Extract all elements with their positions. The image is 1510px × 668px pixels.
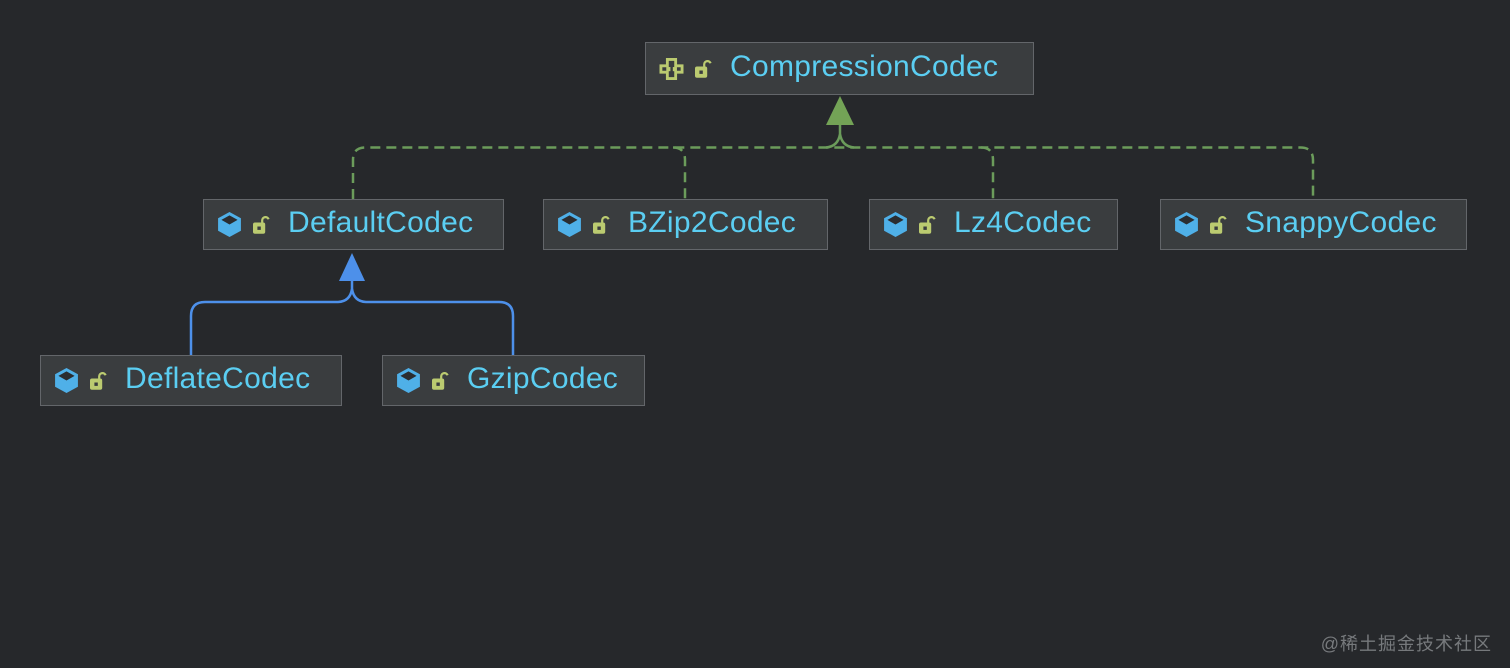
diagram-node-compressioncodec[interactable]: CompressionCodec <box>645 42 1034 95</box>
class-icon <box>556 211 583 238</box>
watermark: @稀土掘金技术社区 <box>1320 634 1492 654</box>
node-label: GzipCodec <box>467 362 619 395</box>
unlocked-padlock-icon <box>918 214 936 235</box>
extends-arrowhead <box>339 253 365 281</box>
unlocked-padlock-icon <box>1209 214 1227 235</box>
implements-arrowhead <box>826 96 854 125</box>
class-icon <box>882 211 909 238</box>
node-label: CompressionCodec <box>730 50 999 83</box>
class-icon <box>53 367 80 394</box>
unlocked-padlock-icon <box>431 370 449 391</box>
class-icon <box>216 211 243 238</box>
diagram-node-bzip2codec[interactable]: BZip2Codec <box>543 199 828 250</box>
diagram-node-deflatecodec[interactable]: DeflateCodec <box>40 355 342 406</box>
edge-extends-deflate <box>189 281 354 355</box>
edge-implements-bus <box>351 146 1315 199</box>
diagram-node-lz4codec[interactable]: Lz4Codec <box>869 199 1118 250</box>
class-icon <box>395 367 422 394</box>
unlocked-padlock-icon <box>89 370 107 391</box>
interface-icon <box>658 57 685 81</box>
edge-implements-lz4 <box>980 146 995 199</box>
diagram-node-snappycodec[interactable]: SnappyCodec <box>1160 199 1467 250</box>
diagram-node-gzipcodec[interactable]: GzipCodec <box>382 355 645 406</box>
unlocked-padlock-icon <box>694 58 712 79</box>
edge-extends-gzip <box>350 288 515 355</box>
diagram-node-defaultcodec[interactable]: DefaultCodec <box>203 199 504 250</box>
node-label: BZip2Codec <box>628 206 797 239</box>
class-icon <box>1173 211 1200 238</box>
unlocked-padlock-icon <box>252 214 270 235</box>
node-label: DefaultCodec <box>288 206 474 239</box>
node-label: Lz4Codec <box>954 206 1092 239</box>
edge-implements-bzip2 <box>672 146 687 199</box>
unlocked-padlock-icon <box>592 214 610 235</box>
edge-implements-stem <box>825 121 855 149</box>
node-label: SnappyCodec <box>1245 206 1437 239</box>
node-label: DeflateCodec <box>125 362 311 395</box>
